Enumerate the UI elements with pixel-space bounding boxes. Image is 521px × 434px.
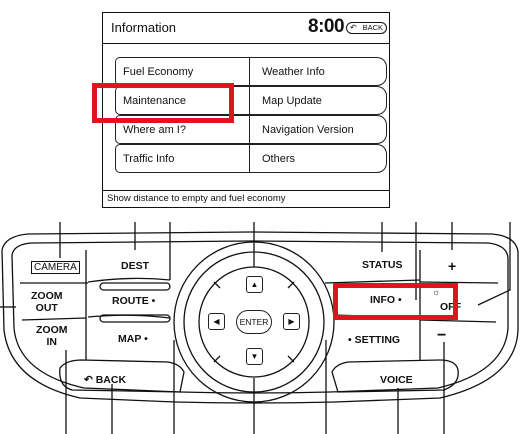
map-button-label: MAP: [118, 333, 142, 345]
brightness-minus-button[interactable]: −: [437, 327, 447, 344]
divider: [334, 314, 421, 319]
dest-button[interactable]: DEST: [121, 260, 150, 272]
voice-pad: [331, 359, 459, 393]
arrow-down-button[interactable]: ▼: [246, 348, 263, 365]
map-button[interactable]: MAP •: [118, 333, 148, 345]
dial-ticks: [213, 281, 295, 363]
menu-item-others[interactable]: Others: [249, 144, 387, 173]
enter-button[interactable]: ENTER: [236, 310, 272, 334]
menu-item-map-update[interactable]: Map Update: [249, 86, 387, 115]
arrow-right-icon: ▶: [288, 317, 295, 326]
menu-item-label: Navigation Version: [262, 124, 354, 136]
brightness-plus-button[interactable]: +: [448, 258, 457, 274]
setting-button[interactable]: • SETTING: [348, 334, 401, 346]
back-button[interactable]: ↶ BACK: [346, 22, 387, 34]
menu-item-label: Map Update: [262, 95, 322, 107]
menu-item-label: Others: [262, 153, 296, 165]
menu-item-label: Fuel Economy: [123, 66, 194, 78]
brightness-icon: ☼: [432, 287, 441, 297]
divider: [419, 319, 497, 323]
route-button-label: ROUTE: [112, 295, 149, 307]
info-screen: Information 8:00 ↶ BACK Fuel Economy Mai…: [102, 12, 390, 208]
back-arrow-icon: ↶: [84, 374, 96, 386]
back-button-label: BACK: [362, 23, 383, 32]
back-pad: [59, 359, 185, 393]
zoom-out-button[interactable]: ZOOM OUT: [31, 290, 63, 314]
info-button-label: INFO: [370, 294, 396, 306]
menu-item-weather-info[interactable]: Weather Info: [249, 57, 387, 86]
page-title: Information: [111, 20, 177, 35]
status-message: Show distance to empty and fuel economy: [103, 190, 389, 207]
back-hardware-label: BACK: [95, 374, 127, 386]
route-button[interactable]: ROUTE •: [112, 295, 156, 307]
off-button[interactable]: OFF: [440, 301, 461, 313]
panel-bezel-outer: [1, 231, 519, 404]
arrow-left-button[interactable]: ◀: [208, 313, 225, 330]
divider: [419, 281, 499, 284]
back-hardware-button[interactable]: ↶ BACK: [84, 374, 126, 386]
setting-button-label: SETTING: [354, 334, 401, 346]
status-button[interactable]: STATUS: [362, 259, 403, 271]
arrow-up-button[interactable]: ▲: [246, 276, 263, 293]
zoom-out-label-line2: OUT: [35, 302, 58, 314]
voice-button[interactable]: VOICE: [380, 374, 413, 386]
menu-item-label: Where am I?: [123, 124, 186, 136]
map-strip: [99, 314, 171, 323]
zoom-in-label-line2: IN: [46, 336, 58, 348]
divider: [324, 279, 421, 284]
route-strip: [99, 282, 171, 291]
divider: [87, 277, 171, 283]
divider: [21, 317, 87, 321]
zoom-out-label-line1: ZOOM: [31, 290, 63, 302]
leader-lines-top: [59, 222, 511, 306]
arrow-up-icon: ▲: [250, 280, 259, 289]
menu-item-navigation-version[interactable]: Navigation Version: [249, 115, 387, 144]
menu-item-label: Maintenance: [123, 95, 186, 107]
arrow-left-icon: ◀: [213, 317, 220, 326]
menu-item-label: Traffic Info: [123, 153, 175, 165]
screen-header: Information 8:00 ↶ BACK: [103, 13, 389, 44]
info-button[interactable]: INFO •: [370, 294, 402, 306]
menu-item-where-am-i[interactable]: Where am I?: [115, 115, 249, 144]
arrow-down-icon: ▼: [250, 352, 259, 361]
arrow-right-button[interactable]: ▶: [283, 313, 300, 330]
camera-button-label: CAMERA: [31, 261, 80, 274]
leader-lines-bottom: [65, 340, 445, 434]
menu-item-label: Weather Info: [262, 66, 325, 78]
zoom-in-label-line1: ZOOM: [36, 324, 68, 336]
clock: 8:00: [308, 16, 345, 37]
back-arrow-icon: ↶: [350, 23, 357, 32]
zoom-in-button[interactable]: ZOOM IN: [36, 324, 68, 348]
camera-button[interactable]: CAMERA: [31, 261, 80, 274]
menu-item-traffic-info[interactable]: Traffic Info: [115, 144, 249, 173]
